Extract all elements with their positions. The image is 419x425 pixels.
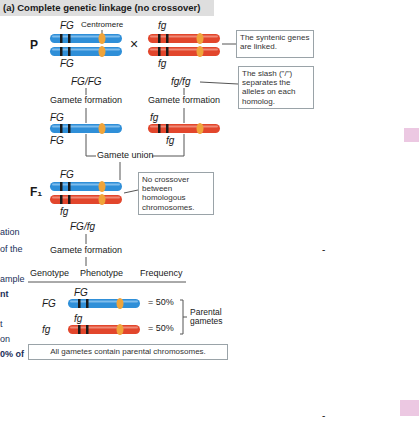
cut-text: of the <box>0 245 23 255</box>
table-header: Frequency <box>140 269 183 279</box>
genotype-label: fg/fg <box>171 76 190 87</box>
red-chromosome <box>68 324 140 335</box>
arrow-line <box>120 162 121 180</box>
arrow-line <box>86 88 87 95</box>
bracket-label: Parental gametes <box>190 308 234 327</box>
allele-label: fg <box>166 135 174 146</box>
cut-text: 0% of <box>0 350 24 360</box>
table-cell: = 50% <box>148 298 174 308</box>
allele-label: FG <box>50 135 64 146</box>
union-line <box>86 134 96 156</box>
cut-text: nt <box>0 290 9 300</box>
arrow-line <box>184 108 185 123</box>
blue-chromosome <box>50 181 122 192</box>
allele-label: FG <box>50 112 64 123</box>
part-label: Centromere <box>81 21 123 30</box>
table-cell: fg <box>42 324 50 335</box>
page-fragment <box>404 128 419 142</box>
page-fragment <box>400 400 419 416</box>
summary-box: All gametes contain parental chromosomes… <box>28 344 228 360</box>
arrow-line <box>86 234 87 244</box>
allele-label: fg <box>158 58 166 69</box>
red-chromosome <box>148 46 220 57</box>
leader-line <box>124 190 138 193</box>
figure-title: (a) Complete genetic linkage (no crossov… <box>0 0 214 16</box>
leader-line <box>200 82 238 84</box>
callout-box: No crossover between homologous chromoso… <box>138 172 214 215</box>
cut-text: on <box>0 335 10 345</box>
step-label: Gamete formation <box>50 96 122 106</box>
connector-lines <box>28 30 238 334</box>
allele-label: FG <box>60 20 74 31</box>
cross-symbol: × <box>130 37 138 52</box>
callout-text: All gametes contain parental chromosomes… <box>32 347 224 356</box>
allele-label: fg <box>74 313 82 324</box>
genotype-label: FG/fg <box>70 221 95 232</box>
callout-box: The slash ("/") separates the alleles on… <box>238 66 314 109</box>
callout-text: No crossover between homologous chromoso… <box>142 175 210 212</box>
arrow-line <box>184 88 185 95</box>
allele-label: FG <box>60 58 74 69</box>
arrow-line <box>86 257 87 266</box>
cut-text: ample <box>0 275 25 285</box>
table-cell: FG <box>42 298 56 309</box>
generation-label: P <box>30 39 38 52</box>
callout-text: The slash ("/") separates the alleles on… <box>242 69 310 106</box>
chromosomes <box>50 33 220 335</box>
allele-label: FG <box>74 287 88 298</box>
step-label: Gamete formation <box>50 246 122 256</box>
bracket <box>180 300 187 334</box>
blue-chromosome <box>68 298 140 309</box>
leader-line <box>222 44 236 45</box>
red-chromosome <box>148 33 220 44</box>
callout-text: The syntenic genes are linked. <box>240 33 310 51</box>
step-label: Gamete formation <box>148 96 220 106</box>
table-header: Phenotype <box>80 269 123 279</box>
allele-label: FG <box>60 169 74 180</box>
table-header: Genotype <box>30 269 69 279</box>
table-rule <box>28 282 186 283</box>
genotype-label: FG/FG <box>71 76 102 87</box>
blue-chromosome <box>50 46 122 57</box>
blue-chromosome <box>50 33 122 44</box>
generation-label: F₁ <box>30 186 42 199</box>
red-chromosome <box>148 123 220 134</box>
union-line <box>152 134 184 156</box>
cut-text: - <box>322 410 325 421</box>
cut-text: t <box>0 320 3 330</box>
allele-label: fg <box>60 206 68 217</box>
allele-label: fg <box>150 112 158 123</box>
cut-text: ation <box>0 228 20 238</box>
callout-box: The syntenic genes are linked. <box>236 30 314 58</box>
step-label: Gamete union <box>97 151 154 161</box>
cut-text: - <box>322 244 325 255</box>
blue-chromosome <box>50 123 122 134</box>
allele-label: fg <box>158 20 166 31</box>
red-chromosome <box>50 194 122 205</box>
arrow-line <box>86 108 87 123</box>
table-cell: = 50% <box>148 324 174 334</box>
